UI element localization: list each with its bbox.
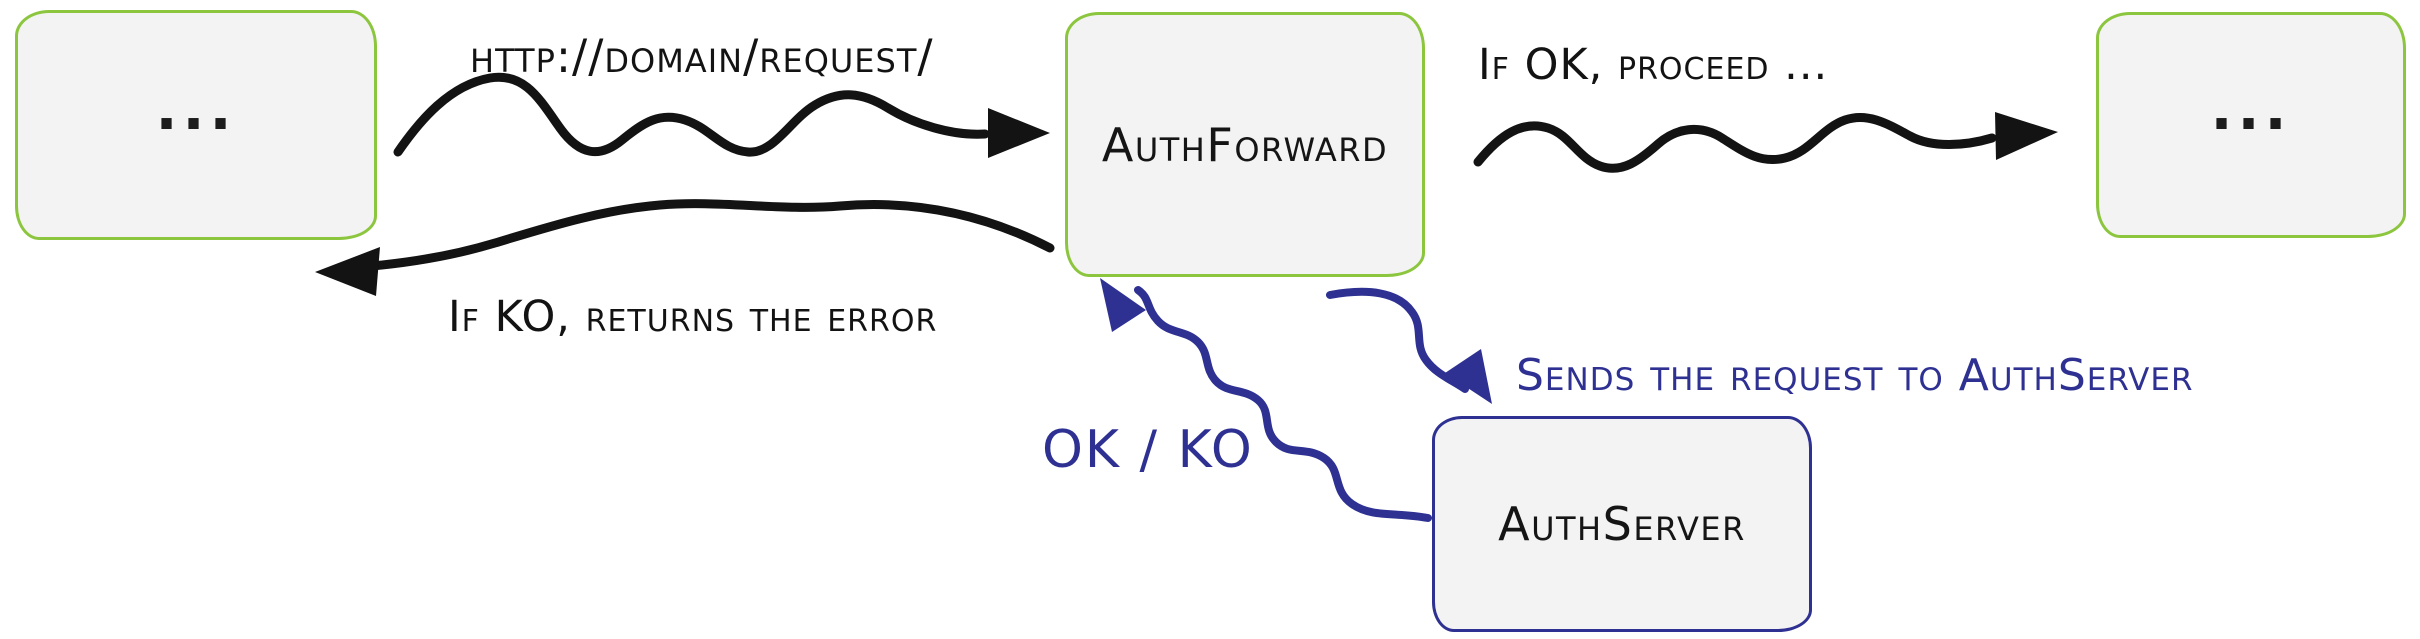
auth-result-arrow: [1134, 286, 1432, 522]
auth-result-arrowhead-icon: [1100, 278, 1146, 332]
node-client-left: ...: [15, 10, 377, 240]
node-client-left-label: ...: [155, 75, 237, 143]
ko-return-arrow: [367, 199, 1055, 271]
node-client-right-label: ...: [2210, 75, 2292, 143]
edge-label-ok-proceed: If OK, proceed ...: [1478, 40, 1829, 90]
node-auth-server-label: AuthServer: [1498, 497, 1746, 551]
edge-label-ko-return: If KO, returns the error: [448, 292, 938, 342]
ok-proceed-arrow: [1473, 112, 1997, 173]
node-auth-forward: AuthForward: [1065, 12, 1425, 277]
edge-label-send-to-auth-server: Sends the request to AuthServer: [1516, 350, 2194, 401]
request-arrowhead-icon: [988, 108, 1050, 158]
edge-label-request: http://domain/request/: [470, 30, 934, 83]
edge-label-ok-ko: OK / KO: [1042, 420, 1254, 480]
send-request-arrow: [1326, 287, 1469, 393]
node-client-right: ...: [2096, 12, 2406, 238]
ko-return-arrowhead-icon: [315, 247, 380, 296]
ok-proceed-arrowhead-icon: [1995, 112, 2058, 160]
node-auth-server: AuthServer: [1432, 416, 1812, 632]
request-arrow: [393, 72, 990, 157]
node-auth-forward-label: AuthForward: [1101, 117, 1389, 172]
send-request-arrowhead-icon: [1445, 349, 1492, 404]
